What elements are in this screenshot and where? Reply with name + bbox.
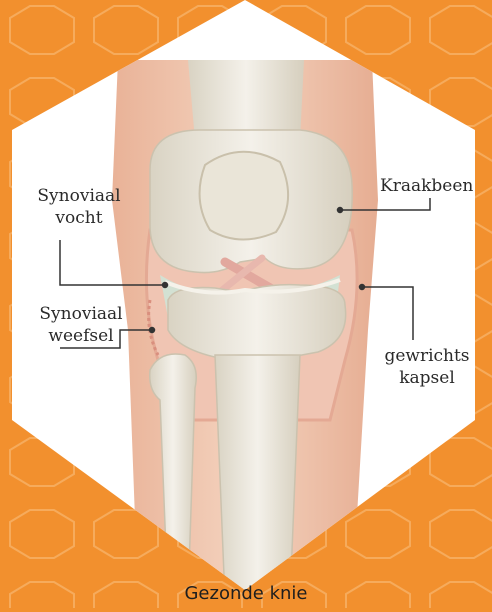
label-synovial-fluid-line-2: vocht [20,207,138,229]
leader-dot-cartilage [338,208,343,213]
femur-shaft [188,60,304,140]
label-synovial-tissue-line-2: weefsel [22,325,140,347]
label-synovial-fluid-line-1: Synoviaal [20,185,138,207]
label-synovial-tissue-line-1: Synoviaal [22,303,140,325]
label-joint-capsule: gewrichts kapsel [372,345,482,389]
diagram-caption: Gezonde knie [0,583,492,604]
leader-dot-joint-capsule [360,285,365,290]
label-cartilage: Kraakbeen [380,175,473,197]
leader-dot-synovial-fluid [163,283,168,288]
patella [200,152,289,240]
tibia-plateau [168,285,346,360]
label-joint-capsule-line-1: gewrichts [372,345,482,367]
label-synovial-fluid: Synoviaal vocht [20,185,138,229]
label-joint-capsule-line-2: kapsel [372,367,482,389]
leader-dot-synovial-tissue [150,328,155,333]
label-synovial-tissue: Synoviaal weefsel [22,303,140,347]
